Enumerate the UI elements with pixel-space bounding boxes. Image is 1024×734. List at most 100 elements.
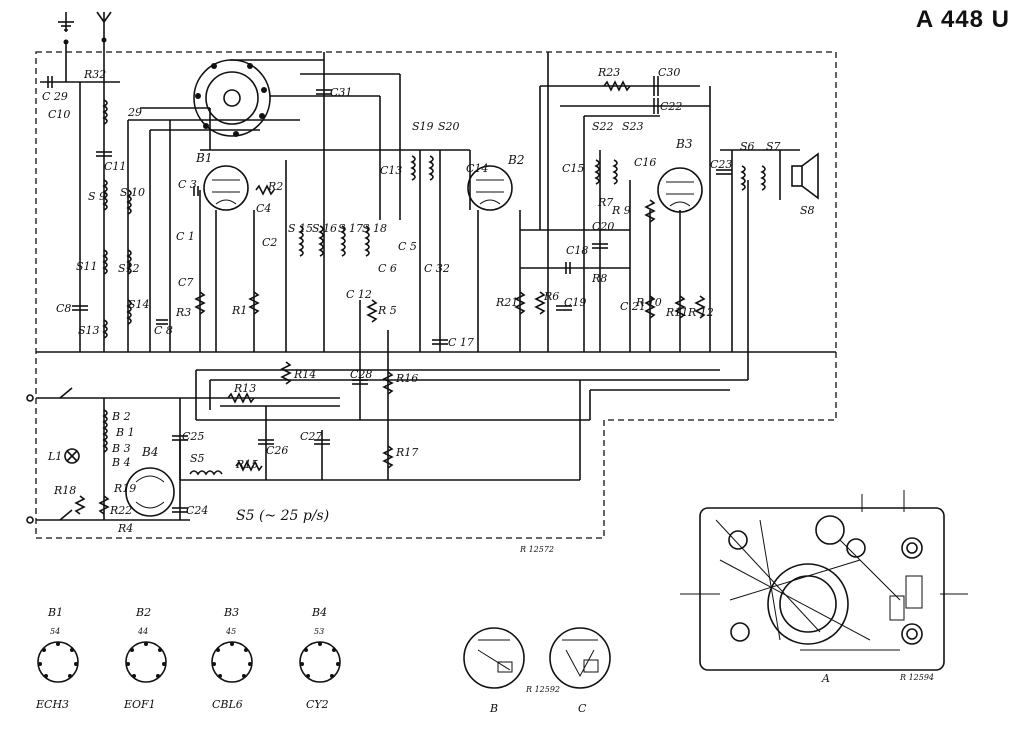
svg-text:C22: C22 (660, 100, 682, 113)
svg-text:C15: C15 (562, 162, 584, 175)
svg-text:C 3: C 3 (178, 178, 197, 191)
tube-base-b1: B1 54 ECH3 (35, 606, 79, 711)
svg-text:C2: C2 (262, 236, 277, 249)
diagram-title: A 448 U (915, 6, 1010, 33)
svg-text:C 5: C 5 (398, 240, 417, 253)
svg-text:C11: C11 (104, 160, 126, 173)
pilot-lamp (64, 448, 80, 464)
svg-text:S14: S14 (128, 298, 150, 311)
main-drawing-ref: R 12572 (519, 545, 554, 554)
chassis-outline (35, 51, 837, 539)
tube-base-b4: B4 53 CY2 (299, 606, 341, 711)
svg-text:R1: R1 (231, 304, 247, 317)
svg-text:R6: R6 (543, 290, 559, 303)
svg-text:R32: R32 (83, 68, 106, 81)
svg-text:S19: S19 (412, 120, 434, 133)
svg-text:S 10: S 10 (120, 186, 145, 199)
coils (102, 99, 766, 476)
svg-text:C30: C30 (658, 66, 680, 79)
svg-text:B1: B1 (47, 606, 63, 619)
component-labels: C 29 R32 C10 29 C11 S 9 S 10 S11 S12 C8 … (42, 66, 815, 535)
svg-text:R2: R2 (267, 180, 283, 193)
svg-text:S11: S11 (76, 260, 98, 273)
svg-text:C7: C7 (178, 276, 193, 289)
svg-text:C23: C23 (710, 158, 732, 171)
svg-text:R16: R16 (395, 372, 418, 385)
svg-text:44: 44 (137, 627, 148, 636)
tube-type-b2: EOF1 (123, 698, 156, 711)
tube-base-b2: B2 44 EOF1 (123, 606, 167, 711)
svg-text:R21: R21 (495, 296, 518, 309)
svg-text:C25: C25 (182, 430, 204, 443)
svg-text:B 2: B 2 (111, 410, 131, 423)
tube-type-b4: CY2 (306, 698, 329, 711)
mains-switch (26, 387, 73, 524)
svg-text:R22: R22 (109, 504, 132, 517)
svg-text:C 17: C 17 (448, 336, 474, 349)
svg-text:R 5: R 5 (377, 304, 397, 317)
svg-text:B 3: B 3 (111, 442, 131, 455)
svg-text:R19: R19 (113, 482, 136, 495)
svg-text:C24: C24 (186, 504, 208, 517)
svg-text:C 1: C 1 (176, 230, 195, 243)
earth-symbol (58, 12, 74, 32)
tube-b2: B2 (467, 153, 524, 211)
svg-text:C 12: C 12 (346, 288, 372, 301)
svg-text:C13: C13 (380, 164, 402, 177)
svg-text:B4: B4 (311, 606, 327, 619)
svg-text:R14: R14 (293, 368, 316, 381)
svg-text:S20: S20 (438, 120, 460, 133)
svg-text:S13: S13 (78, 324, 100, 337)
svg-text:R8: R8 (591, 272, 607, 285)
svg-text:B2: B2 (135, 606, 151, 619)
svg-text:S8: S8 (800, 204, 815, 217)
svg-text:R4: R4 (117, 522, 133, 535)
detail-drawing-ref: R 12592 (525, 685, 560, 694)
svg-text:R11: R11 (665, 306, 688, 319)
svg-text:B3: B3 (223, 606, 239, 619)
svg-text:C 8: C 8 (154, 324, 173, 337)
resistors (74, 80, 706, 515)
svg-text:R17: R17 (395, 446, 418, 459)
svg-text:45: 45 (225, 627, 236, 636)
svg-text:S12: S12 (118, 262, 140, 275)
svg-text:R 12: R 12 (687, 306, 714, 319)
wave-switch (193, 59, 271, 137)
capacitors (47, 76, 732, 513)
tube-b2-label: B2 (507, 153, 524, 167)
loudspeaker-symbol (791, 152, 819, 200)
svg-text:B 1: B 1 (115, 426, 135, 439)
svg-text:C8: C8 (56, 302, 71, 315)
wiring (36, 40, 836, 521)
svg-text:C18: C18 (566, 244, 588, 257)
svg-text:53: 53 (314, 627, 324, 636)
svg-text:C 32: C 32 (424, 262, 450, 275)
detail-b: B (463, 627, 525, 715)
svg-text:R3: R3 (175, 306, 191, 319)
svg-text:C27: C27 (300, 430, 322, 443)
tube-type-b3: CBL6 (212, 698, 243, 711)
svg-text:S22: S22 (592, 120, 614, 133)
svg-text:R7: R7 (597, 196, 613, 209)
svg-text:S5: S5 (190, 452, 205, 465)
tube-type-b1: ECH3 (35, 698, 69, 711)
svg-text:S 17: S 17 (338, 222, 363, 235)
svg-text:C14: C14 (466, 162, 488, 175)
svg-text:R 10: R 10 (635, 296, 662, 309)
svg-text:C31: C31 (330, 86, 352, 99)
svg-text:C20: C20 (592, 220, 614, 233)
svg-text:C 21: C 21 (620, 300, 646, 313)
chassis-layout: A R 12594 (680, 490, 968, 685)
tube-b3: B3 (657, 137, 703, 213)
detail-c: C (549, 627, 611, 715)
antenna-symbol (63, 11, 112, 45)
svg-text:29: 29 (127, 106, 142, 119)
svg-text:R18: R18 (53, 484, 76, 497)
svg-text:C10: C10 (48, 108, 70, 121)
svg-text:B: B (489, 702, 498, 715)
svg-text:S23: S23 (622, 120, 644, 133)
footnote-text: S5 (~ 25 p/s) (236, 508, 329, 524)
tube-b1-label: B1 (195, 151, 212, 165)
svg-text:S 18: S 18 (362, 222, 387, 235)
